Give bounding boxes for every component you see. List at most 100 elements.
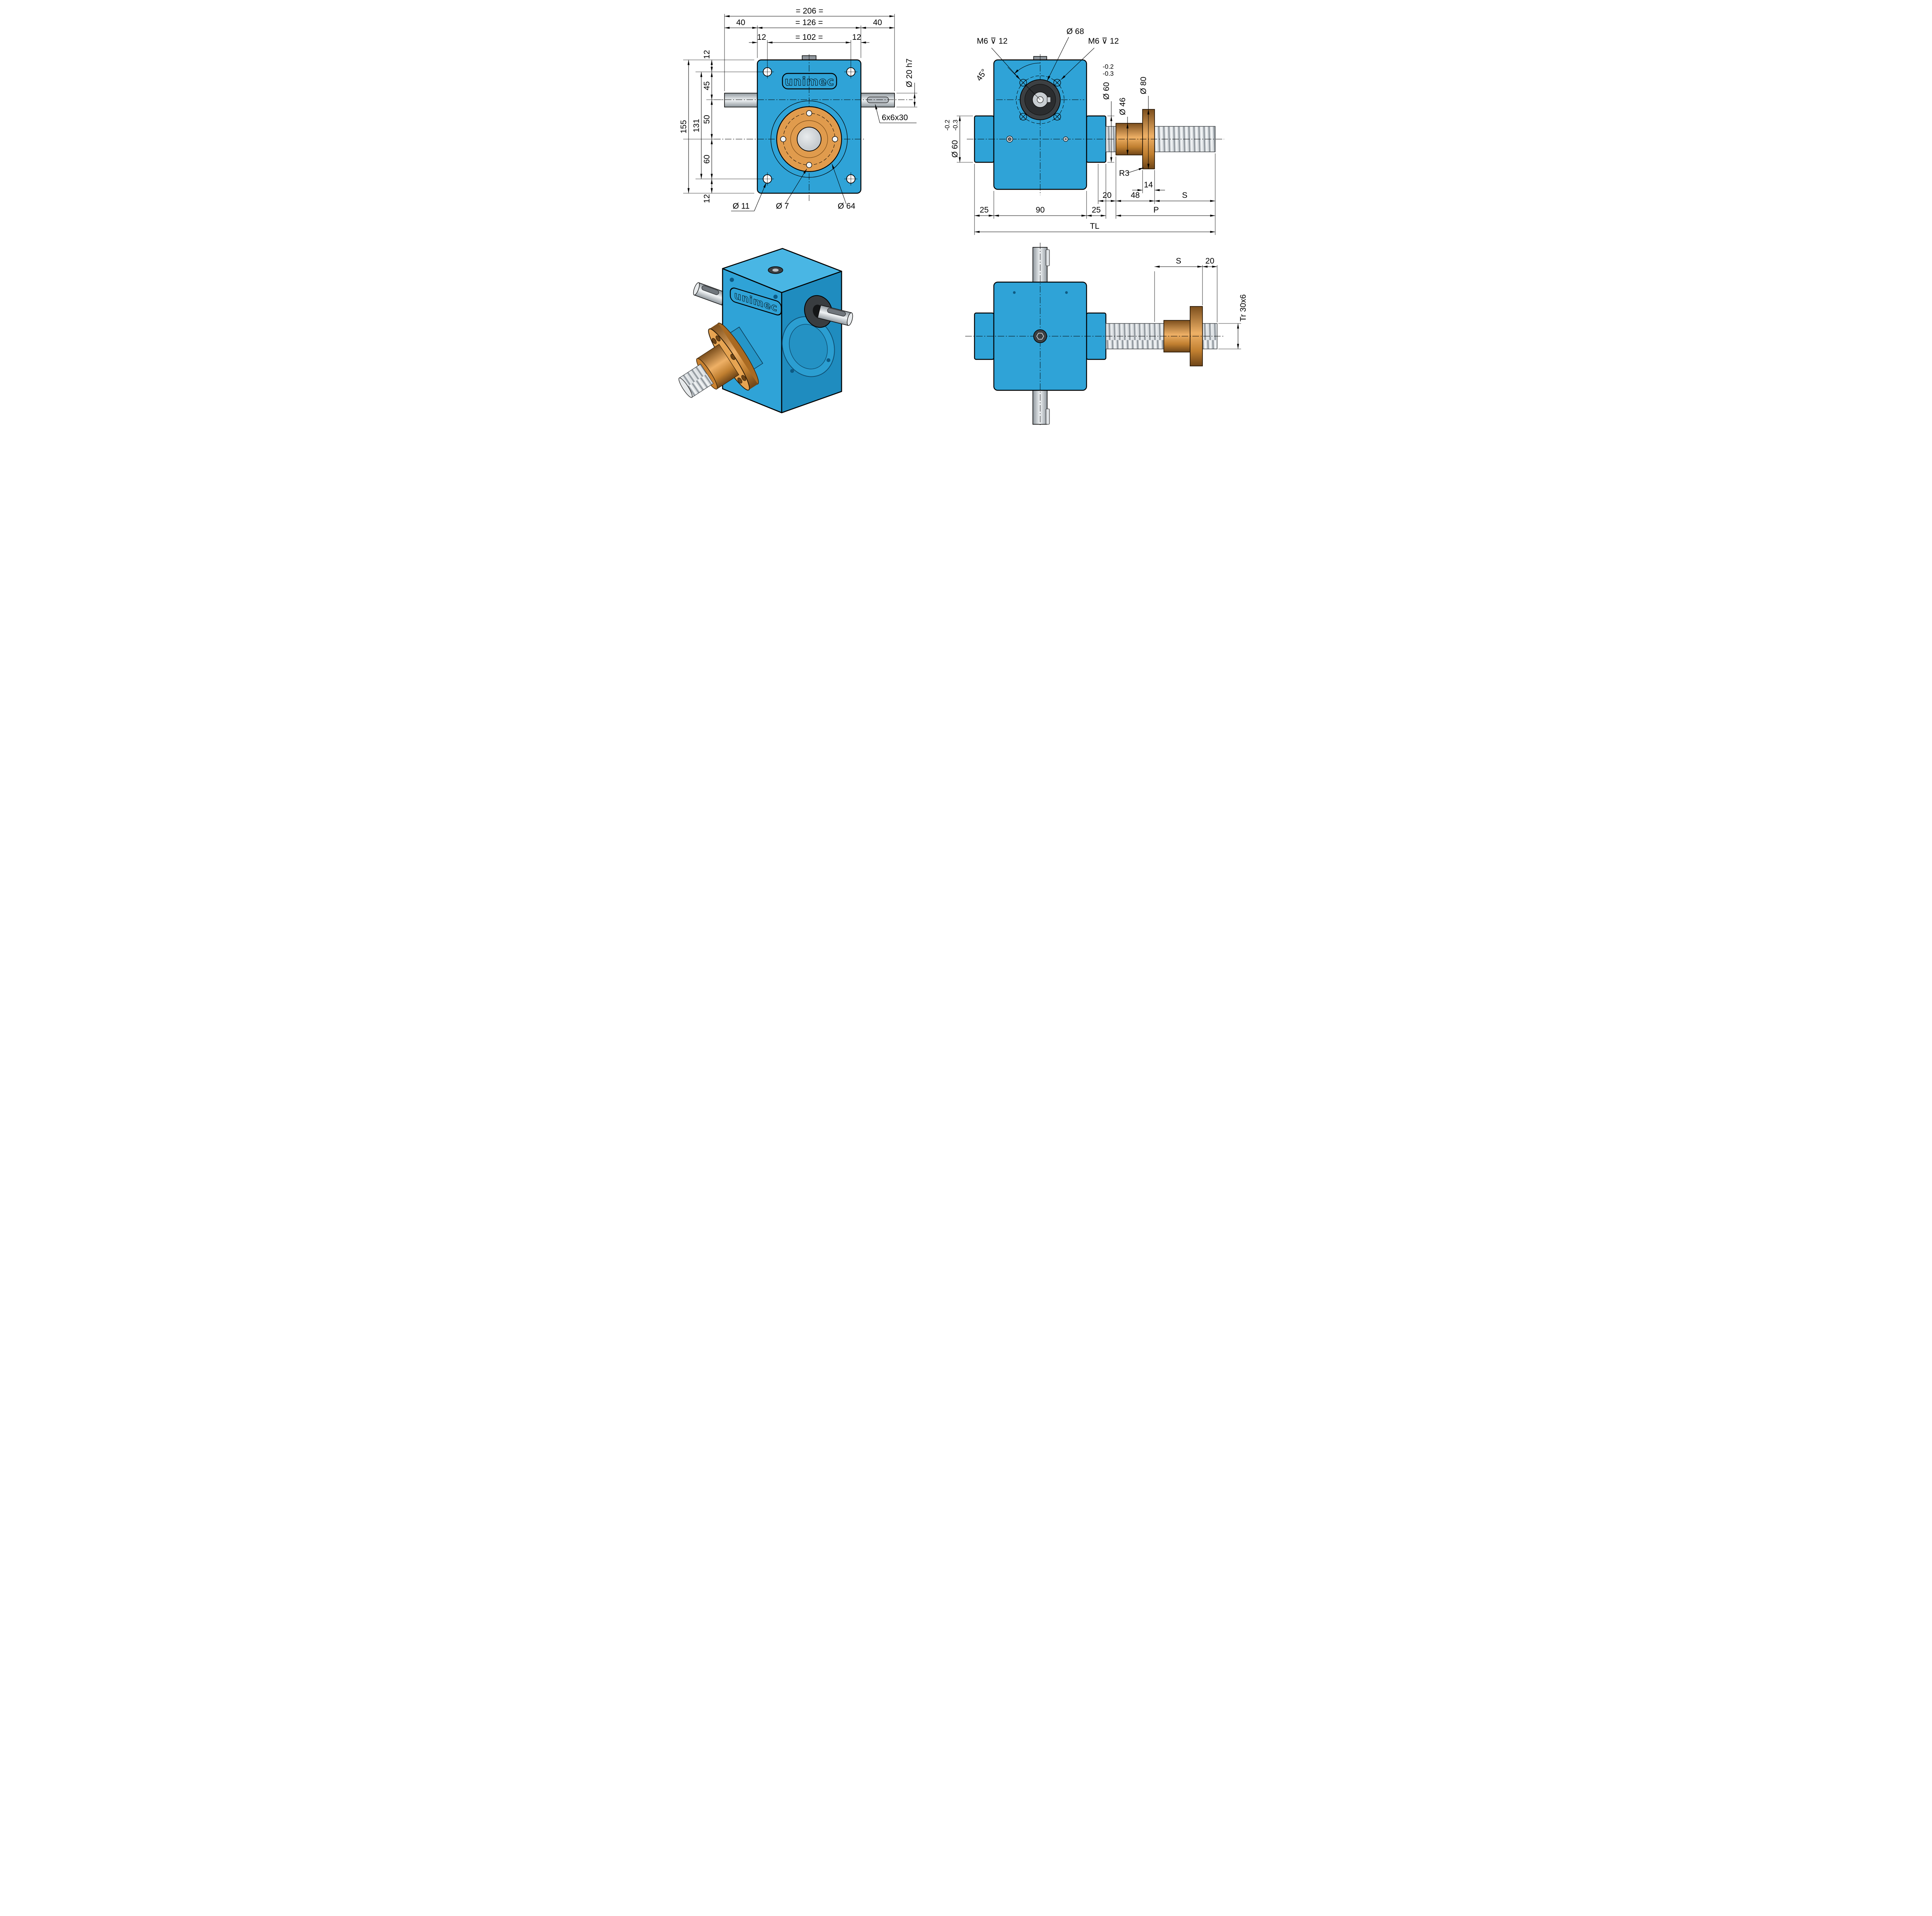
flange-hole — [737, 378, 742, 384]
hub-left-dimension — [957, 116, 973, 163]
angle-ray — [1007, 67, 1041, 100]
body-hole — [1065, 291, 1068, 294]
flange-hole — [806, 110, 812, 116]
top-view: S 20 Tr 30x6 — [965, 243, 1248, 426]
input-shaft-left-iso — [693, 282, 727, 306]
label-bore-dia: Ø 68 — [1066, 27, 1084, 36]
dim-hole-inset-right: 12 — [852, 33, 861, 42]
logo-frame — [782, 73, 837, 90]
label-thread-spec: Tr 30x6 — [1239, 294, 1248, 322]
dim-stroke: S — [1182, 191, 1187, 200]
label-flange-hole: Ø 7 — [776, 202, 789, 211]
dim-shaft-right: 40 — [873, 18, 882, 27]
dim-flange-thickness: 14 — [1144, 180, 1153, 189]
screw-assembly-iso — [679, 322, 764, 398]
screw-end-plug — [1033, 329, 1047, 343]
side-view: 45° M6 ⊽ 12 M6 ⊽ 12 Ø 68 R3 Ø 60 -0.2 -0… — [944, 27, 1224, 235]
dim-body-width: 90 — [1036, 206, 1044, 214]
dim-end: 20 — [1205, 257, 1214, 265]
dim-body-width: = 126 = — [795, 18, 823, 27]
dim-axis-to-center: 50 — [702, 115, 711, 124]
body-hole — [730, 277, 734, 282]
dim-top-to-axis: 45 — [702, 81, 711, 90]
front-dimension-lines — [687, 15, 916, 194]
side-extension-lines — [974, 153, 1216, 235]
flange-hole — [741, 375, 747, 381]
tap-hole — [1019, 113, 1027, 121]
corner-hole — [844, 172, 857, 185]
corner-hole — [761, 172, 774, 185]
dim-center-to-hole: 60 — [702, 155, 711, 163]
label-nut-dia: Ø 46 — [1118, 97, 1127, 115]
drawing-sheet: unimec — [665, 0, 1267, 426]
dim-stroke: S — [1176, 257, 1181, 265]
dim-thread-stub: 20 — [1102, 191, 1111, 200]
isometric-view: unimec — [679, 248, 853, 413]
body-hole — [1013, 291, 1016, 294]
corner-hole — [844, 65, 857, 78]
bore-keyway — [1047, 97, 1051, 103]
flange-hole — [716, 335, 721, 342]
side-leader-lines — [991, 37, 1144, 173]
flange-hole — [711, 338, 717, 344]
label-shaft-dia: Ø 20 h7 — [905, 58, 914, 87]
dim-hub-left: 25 — [980, 206, 988, 214]
technical-drawing: unimec — [665, 0, 1267, 426]
dim-shaft-left: 40 — [736, 18, 745, 27]
label-tap-right: M6 ⊽ 12 — [1088, 37, 1119, 46]
dim-hole-bottom: 12 — [702, 194, 711, 203]
top-dimension-lines — [1154, 265, 1239, 349]
shaft-key-top — [1046, 249, 1050, 266]
housing-boss-circle — [770, 100, 848, 178]
top-extension-lines — [1154, 265, 1241, 349]
tap-bolt-circle — [1016, 75, 1065, 124]
tap-hole — [1053, 79, 1061, 87]
front-view: unimec — [679, 7, 917, 211]
side-dimension-lines — [974, 189, 1216, 233]
worm-shaft-bottom — [1032, 389, 1048, 425]
dim-hole-top: 12 — [702, 50, 711, 59]
dim-inner-height: 131 — [692, 119, 701, 132]
housing-boss-inner-iso — [789, 324, 828, 369]
worm-screw-hub — [797, 127, 821, 151]
label-hub-dia-right: Ø 60 — [1102, 82, 1111, 100]
oil-plug — [1063, 136, 1068, 142]
logo-frame — [730, 288, 782, 316]
label-tap-left: M6 ⊽ 12 — [977, 37, 1008, 46]
label-flange-dia: Ø 80 — [1139, 77, 1148, 94]
label-key: 6x6x30 — [882, 113, 908, 122]
worm-shaft-top — [1032, 247, 1048, 283]
input-shaft-left — [724, 93, 758, 107]
hub-right-dimension — [1107, 101, 1114, 163]
flange-hole — [832, 136, 838, 142]
angle-arc — [1014, 63, 1041, 74]
screw-tip-iso — [679, 378, 693, 398]
flange-hub-step — [790, 120, 828, 158]
hub-tol-upper-right: -0.2 — [1103, 63, 1114, 70]
oil-plug — [1006, 136, 1013, 143]
dim-total-height: 155 — [679, 120, 688, 133]
corner-hole — [761, 65, 774, 78]
keyway-slot — [867, 97, 889, 103]
hub-tol-upper-left: -0.2 — [944, 120, 951, 131]
hub-tol-lower-right: -0.3 — [1103, 70, 1114, 77]
output-shaft-iso — [817, 305, 853, 326]
hex-socket — [1036, 333, 1044, 340]
dim-nut-length: 48 — [1131, 191, 1139, 200]
dim-hub-right: 25 — [1092, 206, 1100, 214]
tap-hole — [1053, 113, 1061, 121]
body-hole — [790, 369, 794, 373]
flange-hole — [730, 354, 735, 360]
dim-total-length: TL — [1090, 222, 1100, 231]
brand-logo: unimec — [785, 75, 834, 88]
dim-protrusion: P — [1153, 206, 1159, 214]
flange-hole — [806, 162, 812, 168]
dim-hole-spacing: = 102 = — [795, 33, 823, 42]
body-hole — [773, 294, 778, 299]
hub-tol-lower-left: -0.3 — [952, 120, 959, 131]
top-plug-iso — [768, 266, 783, 274]
label-mount-hole: Ø 11 — [733, 202, 750, 211]
flange-hole — [780, 136, 786, 142]
shaft-key-bottom — [1046, 408, 1050, 425]
dim-total-width: = 206 = — [796, 7, 823, 15]
